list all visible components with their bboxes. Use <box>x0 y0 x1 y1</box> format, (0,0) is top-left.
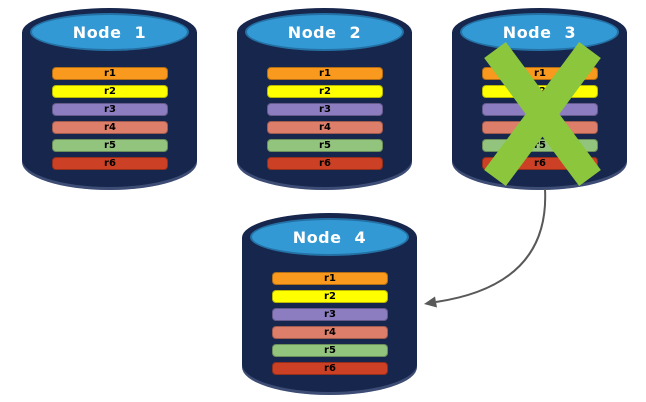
record-bar-r4: r4 <box>272 326 388 339</box>
node-2-record-list: r1 r2 r3 r4 r5 r6 <box>267 67 383 175</box>
node-2-cylinder-top-face: Node 2 <box>245 13 404 51</box>
record-bar-r2: r2 <box>272 290 388 303</box>
record-label: r5 <box>319 140 331 151</box>
record-bar-r6: r6 <box>267 157 383 170</box>
record-label: r5 <box>324 345 336 356</box>
record-bar-r2: r2 <box>52 85 168 98</box>
record-bar-r6: r6 <box>272 362 388 375</box>
node-3: Node 3 r1 r2 r3 r4 r5 r6 <box>452 8 627 190</box>
node-4-title: Node 4 <box>292 227 367 247</box>
record-label: r1 <box>319 68 331 79</box>
record-label: r6 <box>324 363 336 374</box>
record-label: r6 <box>104 158 116 169</box>
record-label: r2 <box>104 86 116 97</box>
node-2-cylinder-top: Node 2 <box>237 8 412 57</box>
node-1: Node 1 r1 r2 r3 r4 r5 r6 <box>22 8 197 190</box>
node-3-cylinder-top: Node 3 <box>452 8 627 57</box>
record-bar-r5: r5 <box>272 344 388 357</box>
record-label: r2 <box>324 291 336 302</box>
record-label: r6 <box>534 158 546 169</box>
record-bar-r3: r3 <box>52 103 168 116</box>
record-bar-r4: r4 <box>52 121 168 134</box>
record-label: r4 <box>319 122 331 133</box>
node-4-record-list: r1 r2 r3 r4 r5 r6 <box>272 272 388 380</box>
record-bar-r3: r3 <box>267 103 383 116</box>
record-bar-r5: r5 <box>267 139 383 152</box>
record-label: r1 <box>324 273 336 284</box>
record-bar-r6: r6 <box>52 157 168 170</box>
record-bar-r4: r4 <box>267 121 383 134</box>
node-1-cylinder-top: Node 1 <box>22 8 197 57</box>
redistribution-arrow <box>424 188 547 308</box>
record-bar-r1: r1 <box>272 272 388 285</box>
node-2: Node 2 r1 r2 r3 r4 r5 r6 <box>237 8 412 190</box>
record-bar-r5: r5 <box>52 139 168 152</box>
record-label: r6 <box>319 158 331 169</box>
node-3-cylinder-top-face: Node 3 <box>460 13 619 51</box>
node-4-cylinder-top: Node 4 <box>242 213 417 262</box>
node-1-title: Node 1 <box>72 22 147 42</box>
record-bar-r1: r1 <box>267 67 383 80</box>
node-1-cylinder-top-face: Node 1 <box>30 13 189 51</box>
record-bar-r3: r3 <box>272 308 388 321</box>
record-label: r5 <box>104 140 116 151</box>
record-label: r2 <box>319 86 331 97</box>
record-label: r4 <box>324 327 336 338</box>
record-label: r5 <box>534 140 546 151</box>
record-label: r3 <box>104 104 116 115</box>
node-3-title: Node 3 <box>502 22 577 42</box>
record-label: r4 <box>104 122 116 133</box>
node-2-title: Node 2 <box>287 22 362 42</box>
node-4-cylinder-top-face: Node 4 <box>250 218 409 256</box>
record-label: r1 <box>104 68 116 79</box>
failure-x-icon <box>484 41 601 187</box>
record-bar-r1: r1 <box>52 67 168 80</box>
record-label: r3 <box>319 104 331 115</box>
record-label: r1 <box>534 68 546 79</box>
node-4: Node 4 r1 r2 r3 r4 r5 r6 <box>242 213 417 395</box>
node-1-record-list: r1 r2 r3 r4 r5 r6 <box>52 67 168 175</box>
record-label: r3 <box>324 309 336 320</box>
record-bar-r2: r2 <box>267 85 383 98</box>
